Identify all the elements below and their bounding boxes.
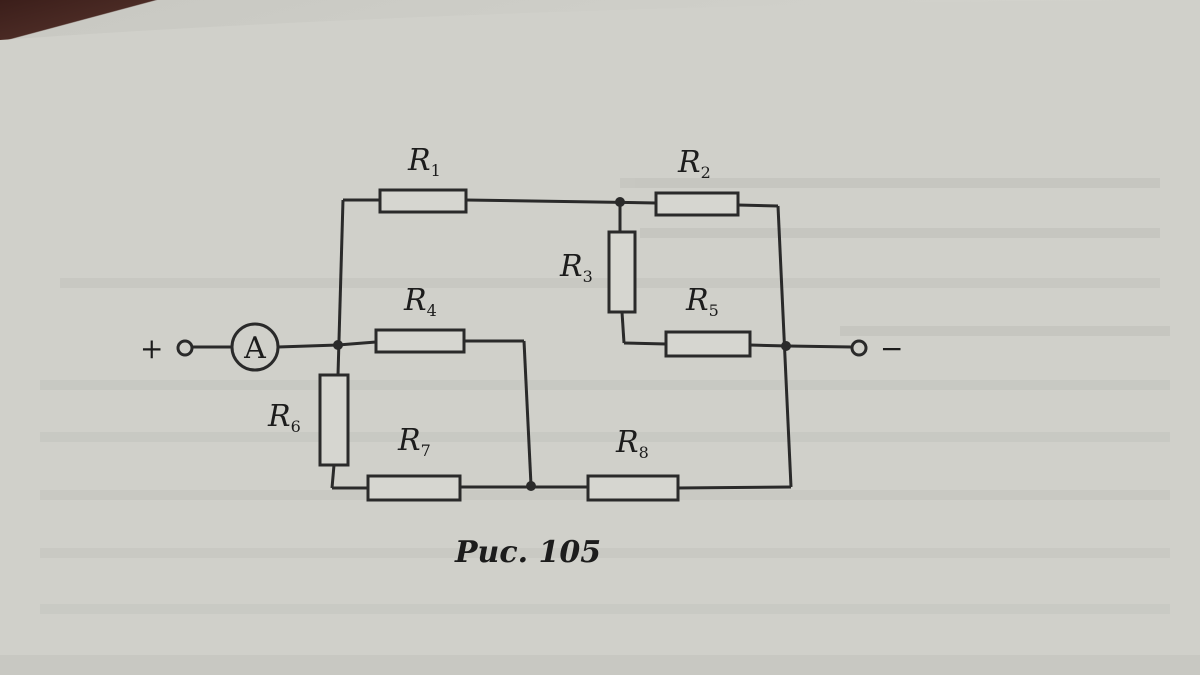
label-r5: R5 bbox=[685, 283, 719, 320]
junction-dot bbox=[781, 341, 791, 351]
label-r6: R6 bbox=[267, 399, 301, 436]
label-r3: R3 bbox=[559, 249, 593, 286]
plus-terminal-circle bbox=[176, 339, 194, 357]
label-r7: R7 bbox=[397, 423, 431, 460]
resistor-labels: R1 R2 R3 R4 R5 R6 R7 R8 bbox=[267, 143, 719, 462]
junction-dot bbox=[615, 197, 625, 207]
label-r4: R4 bbox=[403, 283, 437, 320]
junctions bbox=[333, 197, 791, 491]
junction-dot bbox=[333, 340, 343, 350]
resistor-r5 bbox=[664, 330, 752, 358]
wires bbox=[192, 198, 853, 490]
resistor-r2 bbox=[654, 191, 740, 217]
resistor-r1 bbox=[378, 188, 468, 214]
figure-caption: Рис. 105 bbox=[454, 535, 601, 570]
ammeter-circle bbox=[230, 322, 280, 372]
resistor-r7 bbox=[366, 474, 462, 502]
resistor-r4 bbox=[374, 328, 466, 354]
label-r2: R2 bbox=[677, 145, 711, 182]
resistor-r8 bbox=[586, 474, 680, 502]
terminals: + − bbox=[140, 332, 903, 365]
minus-terminal-circle bbox=[850, 339, 868, 357]
ammeter-label: A bbox=[243, 331, 266, 366]
junction-dot bbox=[526, 481, 536, 491]
minus-terminal-label: − bbox=[880, 332, 903, 365]
label-r8: R8 bbox=[615, 425, 649, 462]
plus-terminal-label: + bbox=[140, 332, 163, 365]
ammeter: A bbox=[230, 322, 280, 372]
resistor-r6 bbox=[318, 373, 350, 467]
resistor-r3 bbox=[607, 230, 637, 314]
resistors bbox=[318, 188, 752, 502]
label-r1: R1 bbox=[407, 143, 441, 180]
